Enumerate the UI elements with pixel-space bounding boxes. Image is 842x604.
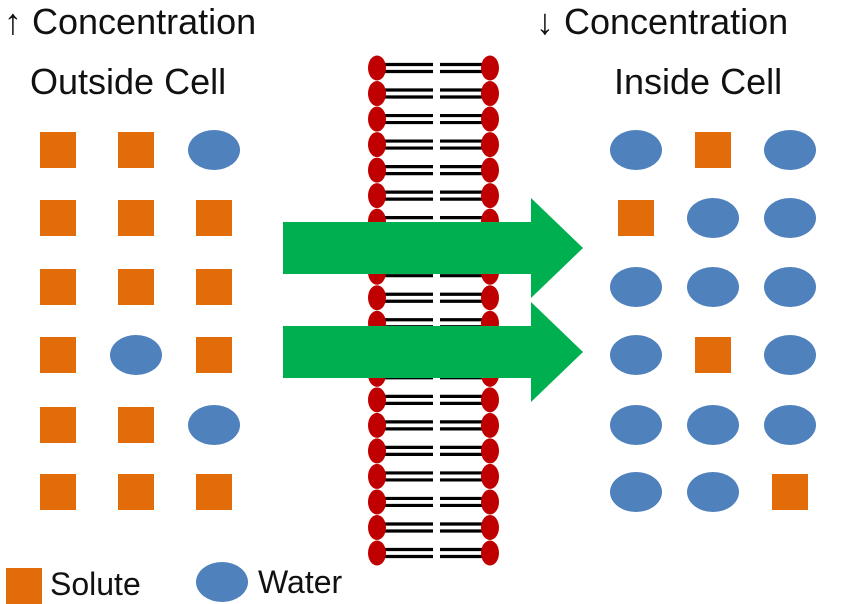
water-particle xyxy=(610,130,662,170)
solute-particle xyxy=(40,200,76,236)
phospholipid-head xyxy=(481,132,499,158)
water-particle xyxy=(764,198,816,238)
water-particle xyxy=(610,405,662,445)
outside-cell-heading: Outside Cell xyxy=(30,61,227,102)
water-particle xyxy=(687,472,739,512)
phospholipid-head xyxy=(368,489,386,515)
water-legend-icon xyxy=(196,562,248,602)
inside-cell-heading: Inside Cell xyxy=(614,61,783,102)
phospholipid-head xyxy=(368,412,386,438)
water-particle xyxy=(610,472,662,512)
phospholipid-head xyxy=(481,81,499,107)
solute-particle xyxy=(772,474,808,510)
solute-particle xyxy=(118,269,154,305)
solute-particle xyxy=(118,200,154,236)
water-particle xyxy=(687,267,739,307)
phospholipid-head xyxy=(368,132,386,158)
phospholipid-head xyxy=(368,387,386,413)
phospholipid-head xyxy=(481,285,499,311)
solute-particle xyxy=(40,337,76,373)
phospholipid-head xyxy=(368,183,386,209)
water-particle xyxy=(764,335,816,375)
phospholipid-head xyxy=(481,489,499,515)
solute-legend-label: Solute xyxy=(50,566,141,602)
phospholipid-head xyxy=(481,387,499,413)
outside-concentration-heading: ↑ Concentration xyxy=(4,1,257,42)
phospholipid-head xyxy=(481,412,499,438)
solute-particle xyxy=(196,269,232,305)
phospholipid-head xyxy=(481,540,499,566)
phospholipid-head xyxy=(368,106,386,132)
phospholipid-head xyxy=(368,438,386,464)
phospholipid-head xyxy=(368,55,386,81)
phospholipid-head xyxy=(481,157,499,183)
water-particle xyxy=(110,335,162,375)
solute-particle xyxy=(40,269,76,305)
water-particle xyxy=(764,405,816,445)
solute-particle xyxy=(196,200,232,236)
water-particle xyxy=(610,267,662,307)
phospholipid-head xyxy=(481,183,499,209)
solute-particle xyxy=(118,407,154,443)
water-legend-label: Water xyxy=(258,564,343,600)
water-particle xyxy=(687,198,739,238)
water-particle xyxy=(764,267,816,307)
phospholipid-head xyxy=(368,540,386,566)
solute-particle xyxy=(618,200,654,236)
inside-concentration-heading: ↓ Concentration xyxy=(536,1,789,42)
water-flow-arrow xyxy=(283,302,583,402)
phospholipid-head xyxy=(481,106,499,132)
solute-legend-icon xyxy=(6,568,42,604)
water-particle xyxy=(687,405,739,445)
solute-particle xyxy=(695,337,731,373)
phospholipid-head xyxy=(368,157,386,183)
phospholipid-head xyxy=(481,514,499,540)
phospholipid-head xyxy=(481,55,499,81)
water-particle xyxy=(764,130,816,170)
phospholipid-head xyxy=(481,463,499,489)
phospholipid-head xyxy=(481,438,499,464)
solute-particle xyxy=(40,474,76,510)
water-particle xyxy=(188,130,240,170)
phospholipid-head xyxy=(368,81,386,107)
water-particle xyxy=(188,405,240,445)
water-flow-arrow xyxy=(283,198,583,298)
solute-particle xyxy=(118,474,154,510)
solute-particle xyxy=(40,132,76,168)
solute-particle xyxy=(695,132,731,168)
phospholipid-head xyxy=(368,463,386,489)
solute-particle xyxy=(196,474,232,510)
phospholipid-head xyxy=(368,285,386,311)
solute-particle xyxy=(40,407,76,443)
water-particle xyxy=(610,335,662,375)
solute-particle xyxy=(118,132,154,168)
solute-particle xyxy=(196,337,232,373)
phospholipid-head xyxy=(368,514,386,540)
